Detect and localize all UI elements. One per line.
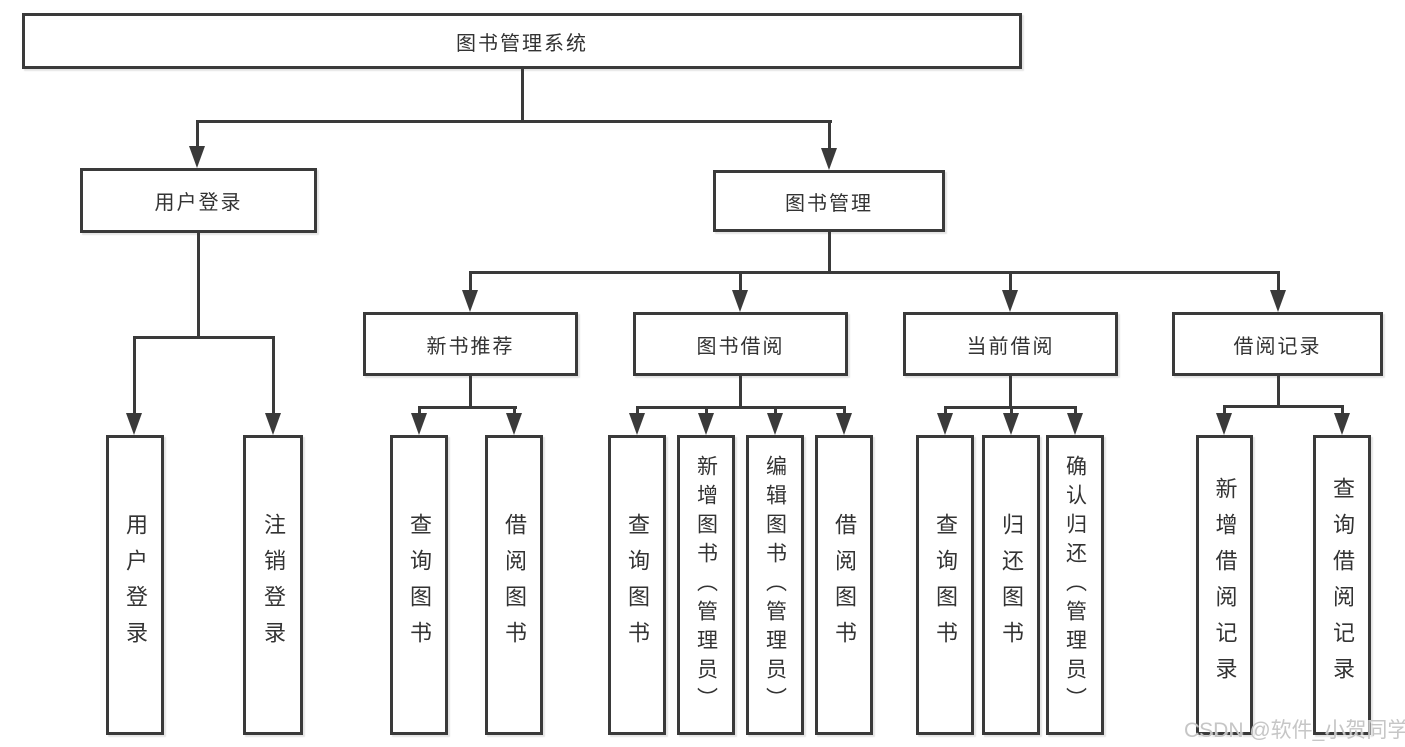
connector-line — [739, 271, 742, 291]
leaf-query-borrow-record: 查询借阅记录 — [1313, 435, 1371, 735]
arrowhead-icon — [189, 146, 205, 168]
arrowhead-icon — [821, 148, 837, 170]
node-label: 确认归还（管理员） — [1063, 454, 1087, 716]
node-label: 查询图书 — [625, 513, 650, 657]
arrowhead-icon — [767, 413, 783, 435]
connector-line — [1074, 406, 1077, 415]
leaf-logout: 注销登录 — [243, 435, 303, 735]
node-new-book-recommend: 新书推荐 — [363, 312, 578, 376]
arrowhead-icon — [265, 413, 281, 435]
connector-line — [1277, 271, 1280, 291]
connector-line — [196, 120, 832, 123]
leaf-edit-book-admin: 编辑图书（管理员） — [746, 435, 804, 735]
arrowhead-icon — [629, 413, 645, 435]
connector-line — [944, 406, 947, 415]
arrowhead-icon — [1002, 290, 1018, 312]
connector-line — [1277, 376, 1280, 406]
node-label: 用户登录 — [123, 513, 148, 657]
arrowhead-icon — [937, 413, 953, 435]
arrowhead-icon — [1067, 413, 1083, 435]
connector-line — [1223, 405, 1226, 415]
arrowhead-icon — [126, 413, 142, 435]
leaf-user-login: 用户登录 — [106, 435, 164, 735]
connector-line — [1223, 405, 1344, 408]
node-label: 查询图书 — [407, 513, 432, 657]
node-label: 编辑图书（管理员） — [763, 454, 787, 716]
connector-line — [1009, 376, 1012, 407]
arrowhead-icon — [411, 413, 427, 435]
connector-line — [513, 406, 516, 415]
leaf-query-books: 查询图书 — [608, 435, 666, 735]
connector-line — [418, 406, 517, 409]
node-book-management: 图书管理 — [713, 170, 945, 232]
connector-line — [469, 271, 472, 291]
connector-line — [739, 376, 742, 407]
arrowhead-icon — [1216, 413, 1232, 435]
node-label: 图书管理系统 — [456, 32, 588, 55]
arrowhead-icon — [836, 413, 852, 435]
connector-line — [196, 120, 199, 152]
leaf-query-books: 查询图书 — [390, 435, 448, 735]
node-label: 归还图书 — [999, 513, 1024, 657]
node-label: 图书借阅 — [696, 335, 785, 358]
connector-line — [133, 336, 275, 339]
leaf-return-books: 归还图书 — [982, 435, 1040, 735]
connector-line — [636, 406, 639, 415]
connector-line — [197, 233, 200, 337]
arrowhead-icon — [506, 413, 522, 435]
node-label: 查询借阅记录 — [1330, 477, 1355, 693]
node-label: 新书推荐 — [426, 335, 515, 358]
node-user-login: 用户登录 — [80, 168, 317, 233]
connector-line — [469, 271, 1280, 274]
connector-line — [1009, 271, 1012, 291]
leaf-borrow-books: 借阅图书 — [485, 435, 543, 735]
connector-line — [1341, 405, 1344, 415]
leaf-add-book-admin: 新增图书（管理员） — [677, 435, 735, 735]
node-label: 查询图书 — [933, 513, 958, 657]
connector-line — [133, 336, 136, 416]
connector-line — [636, 406, 846, 409]
connector-line — [774, 406, 777, 415]
leaf-borrow-books: 借阅图书 — [815, 435, 873, 735]
connector-line — [828, 232, 831, 272]
node-label: 图书管理 — [785, 192, 873, 215]
arrowhead-icon — [732, 290, 748, 312]
leaf-confirm-return-admin: 确认归还（管理员） — [1046, 435, 1104, 735]
arrowhead-icon — [1334, 413, 1350, 435]
connector-line — [272, 336, 275, 416]
leaf-add-borrow-record: 新增借阅记录 — [1196, 435, 1253, 735]
node-label: 用户登录 — [154, 192, 243, 214]
connector-line — [521, 68, 524, 121]
connector-line — [843, 406, 846, 415]
connector-line — [418, 406, 421, 415]
arrowhead-icon — [1003, 413, 1019, 435]
node-label: 借阅图书 — [502, 513, 527, 657]
node-borrow-records: 借阅记录 — [1172, 312, 1383, 376]
arrowhead-icon — [462, 290, 478, 312]
arrowhead-icon — [1270, 290, 1286, 312]
node-label: 借阅记录 — [1233, 335, 1322, 358]
arrowhead-icon — [698, 413, 714, 435]
connector-line — [705, 406, 708, 415]
node-library-system: 图书管理系统 — [22, 13, 1022, 69]
node-book-borrowing: 图书借阅 — [633, 312, 848, 376]
watermark: CSDN @软件_小贺同学 — [1184, 719, 1405, 742]
node-label: 新增借阅记录 — [1212, 477, 1238, 693]
node-current-borrowing: 当前借阅 — [903, 312, 1118, 376]
connector-line — [1010, 406, 1013, 415]
node-label: 新增图书（管理员） — [694, 454, 718, 716]
node-label: 借阅图书 — [832, 513, 857, 657]
node-label: 当前借阅 — [966, 335, 1055, 358]
leaf-query-books: 查询图书 — [916, 435, 974, 735]
connector-line — [469, 376, 472, 407]
node-label: 注销登录 — [261, 513, 286, 657]
connector-line — [828, 120, 831, 152]
